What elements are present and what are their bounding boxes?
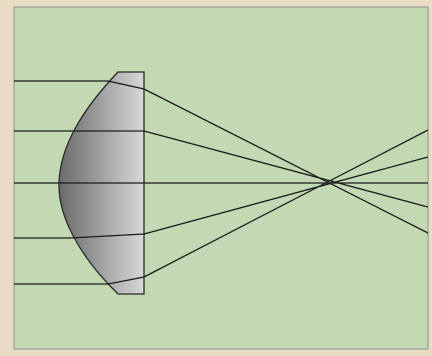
outgoing-ray-1 (143, 88, 429, 234)
outgoing-ray-4 (143, 156, 429, 235)
internal-ray-4 (70, 233, 145, 239)
internal-ray-1 (107, 80, 145, 90)
outgoing-ray-5 (143, 129, 429, 278)
outgoing-ray-2 (143, 130, 429, 208)
outgoing-rays (143, 88, 429, 278)
internal-ray-5 (107, 276, 145, 285)
incoming-rays (14, 80, 108, 285)
internal-rays (59, 80, 145, 285)
